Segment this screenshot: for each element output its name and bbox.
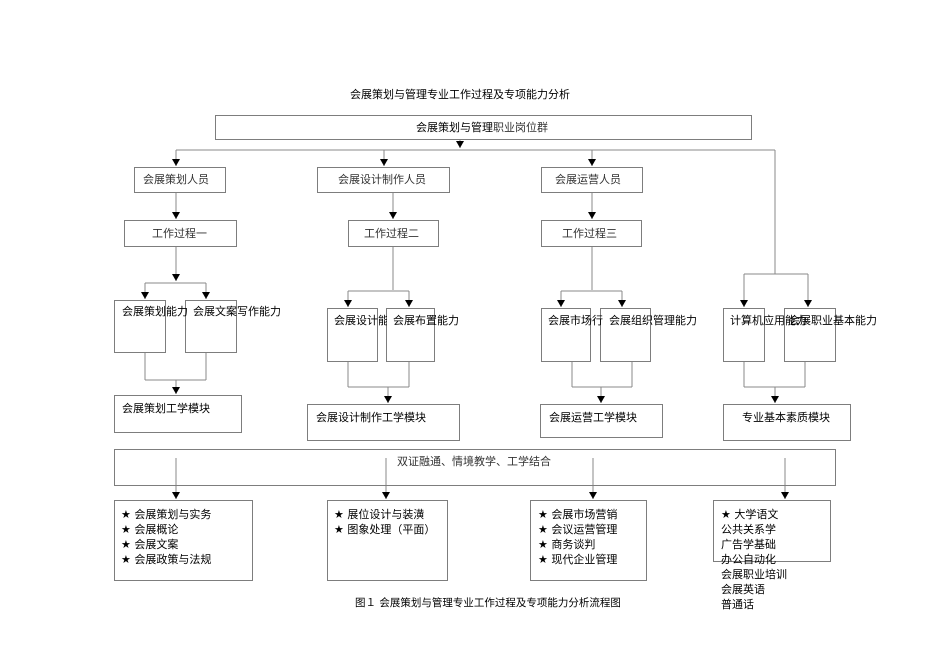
course-item: ★ 会展策划与实务 (121, 508, 212, 521)
ability-box (541, 308, 591, 362)
course-box: ★ 大学语文 公共关系学 广告学基础 办公自动化 会展职业培训 会展英语 普通话 (713, 500, 831, 611)
process-label: 工作过程一 (152, 227, 207, 240)
module-box: 专业基本素质模块 (723, 404, 851, 441)
process-box-1: 工作过程一 (124, 220, 237, 247)
course-item: 普通话 (721, 598, 754, 611)
course-item: ★ 会议运营管理 (538, 523, 618, 536)
integration-label: 双证融通、情境教学、工学结合 (397, 455, 551, 468)
module-box: 会展运营工学模块 (540, 404, 663, 438)
ability-label: 会展设计能力 (334, 314, 387, 327)
process-box-3: 工作过程三 (541, 220, 642, 247)
ability-label-clip: 会展设计能力 (334, 314, 387, 330)
figure-caption: 图１ 会展策划与管理专业工作过程及专项能力分析流程图 (355, 597, 621, 609)
ability-box (327, 308, 378, 362)
ability-box (114, 300, 166, 353)
course-list: ★ 会展市场营销 ★ 会议运营管理 ★ 商务谈判 ★ 现代企业管理 (538, 507, 617, 567)
course-list: ★ 展位设计与装潢 ★ 图象处理（平面） (334, 507, 435, 537)
course-list: ★ 大学语文 公共关系学 广告学基础 办公自动化 会展职业培训 会展英语 普通话 (721, 507, 787, 612)
ability-label: 会展组织管理能力 (609, 314, 697, 327)
role-box-designer: 会展设计制作人员 (317, 167, 450, 193)
career-group-box: 会展策划与管理职业岗位群 (215, 115, 752, 140)
course-item: ★ 会展文案 (121, 538, 179, 551)
process-label: 工作过程二 (364, 227, 419, 240)
course-box: ★ 会展市场营销 ★ 会议运营管理 ★ 商务谈判 ★ 现代企业管理 (530, 500, 647, 581)
ability-label: 会展文案写作能力 (193, 305, 281, 318)
ability-label: 会展策划能力 (122, 305, 188, 318)
module-box: 会展策划工学模块 (114, 395, 242, 433)
course-list: ★ 会展策划与实务 ★ 会展概论 ★ 会展文案 ★ 会展政策与法规 (121, 507, 211, 567)
ability-box (600, 308, 651, 362)
role-box-planner: 会展策划人员 (134, 167, 226, 193)
ability-label-clip: 会展市场行销能力 (548, 314, 603, 330)
course-item: ★ 大学语文 (721, 508, 779, 521)
course-item: ★ 图象处理（平面） (334, 523, 436, 536)
course-item: ★ 会展政策与法规 (121, 553, 212, 566)
role-label: 会展设计制作人员 (338, 173, 426, 186)
role-box-operations: 会展运营人员 (541, 167, 643, 193)
ability-box (723, 308, 765, 362)
course-item: ★ 商务谈判 (538, 538, 596, 551)
ability-box (386, 308, 435, 362)
course-item: 广告学基础 (721, 538, 776, 551)
course-box: ★ 会展策划与实务 ★ 会展概论 ★ 会展文案 ★ 会展政策与法规 (114, 500, 253, 581)
role-label: 会展策划人员 (143, 173, 209, 186)
course-item: 会展职业培训 (721, 568, 787, 581)
course-item: ★ 会展市场营销 (538, 508, 618, 521)
course-item: ★ 会展概论 (121, 523, 179, 536)
module-box: 会展设计制作工学模块 (307, 404, 460, 441)
process-label: 工作过程三 (562, 227, 617, 240)
module-label: 会展设计制作工学模块 (316, 411, 426, 424)
course-item: ★ 展位设计与装潢 (334, 508, 425, 521)
course-box: ★ 展位设计与装潢 ★ 图象处理（平面） (327, 500, 448, 581)
course-item: 会展英语 (721, 583, 765, 596)
career-group-label: 会展策划与管理职业岗位群 (416, 121, 548, 134)
ability-label: 会展职业基本能力 (789, 314, 877, 327)
course-item: 公共关系学 (721, 523, 776, 536)
course-item: 办公自动化 (721, 553, 776, 566)
ability-label: 会展市场行销能力 (548, 314, 603, 327)
course-item: ★ 现代企业管理 (538, 553, 618, 566)
ability-box (784, 308, 836, 362)
role-label: 会展运营人员 (555, 173, 621, 186)
ability-box (185, 300, 237, 353)
diagram-title: 会展策划与管理专业工作过程及专项能力分析 (350, 88, 570, 101)
module-label: 会展运营工学模块 (549, 411, 637, 424)
ability-label: 会展布置能力 (393, 314, 459, 327)
integration-bar: 双证融通、情境教学、工学结合 (114, 449, 836, 486)
ability-label: 计算机应用能力 (730, 314, 807, 327)
module-label: 会展策划工学模块 (122, 402, 210, 415)
process-box-2: 工作过程二 (348, 220, 439, 247)
module-label: 专业基本素质模块 (742, 411, 830, 424)
